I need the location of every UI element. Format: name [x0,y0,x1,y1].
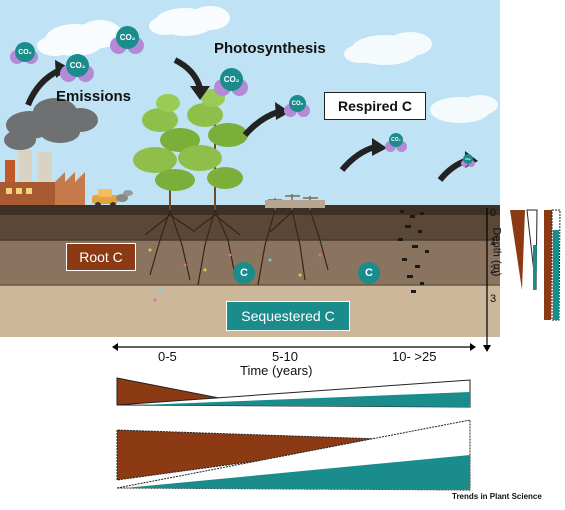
oxygen-atom [461,160,468,167]
respired-c-label: Respired C [338,98,412,114]
co2-label: CO₂ [463,154,473,164]
depth-tick: 1 [490,236,497,248]
factory [0,150,85,205]
time-tick: 0-5 [158,349,177,364]
soil-layer-dark [0,215,500,240]
depth-tick: 2 [490,264,497,276]
roots [257,209,329,286]
journal-credit: Trends in Plant Science [452,492,542,501]
depth-wedge-seq-1 [526,209,538,291]
decomposed-roots [398,210,429,293]
depth-tick: 0 [490,207,497,219]
time-wedge-seq-upper [116,379,471,408]
car [92,189,133,208]
depth-axis-label: Depth (m) [490,227,503,277]
time-tick: 10- >25 [392,349,437,364]
emissions-label: Emissions [56,88,132,105]
co2-molecule: CO₂ [283,94,311,120]
time-wedge-root-lower [116,429,411,481]
depth-axis [483,208,491,352]
depth-tick: 3 [490,293,497,305]
time-tick: 5-10 [272,349,299,364]
root-c-label: Root C [79,249,123,265]
cloud [149,6,230,36]
carbon-badge: C [233,262,255,284]
co2-label: CO₂ [389,133,403,147]
co2-molecule: CO₂ [8,40,40,70]
co2-molecule: CO₂ [58,52,96,86]
co2-molecule: CO₂ [460,154,476,168]
time-wedge-seq-lower [116,419,471,491]
cloud [430,95,498,123]
co2-molecule: CO₂ [108,24,146,58]
arrow-photosynthesis [173,57,210,100]
co2-molecule: CO₂ [212,66,250,100]
co2-molecule: CO₂ [384,132,408,154]
co2-label: CO₂ [220,68,243,91]
oxygen-atom [468,160,475,167]
soil-particles [148,248,322,302]
roots [144,209,241,286]
depth-wedge-root-1 [510,210,525,290]
co2-label: CO₂ [116,26,139,49]
arrow-respired [242,102,290,138]
depth-wedge-seq-2 [551,209,561,321]
time-axis [112,343,476,351]
co2-label: CO₂ [66,54,89,77]
oxygen-atom [396,141,407,152]
oxygen-atom [385,141,396,152]
time-axis-label: Time (years) [240,363,313,378]
respired-c-box: Respired C [324,92,426,120]
smoke [4,98,98,150]
root-c-box: Root C [66,243,136,271]
sequestered-c-label: Sequestered C [241,308,335,324]
arrow-respired [339,138,387,172]
co2-label: CO₂ [289,95,306,112]
carbon-badge: C [358,262,380,284]
cloud [344,32,432,65]
photosynthesis-label: Photosynthesis [214,40,326,57]
tree [133,94,200,210]
depth-wedge-root-2 [544,210,552,320]
sequestered-c-box: Sequestered C [226,301,350,331]
co2-label: CO₂ [15,42,35,62]
soil-surface [0,205,500,215]
dead-tree-litter [265,200,325,208]
